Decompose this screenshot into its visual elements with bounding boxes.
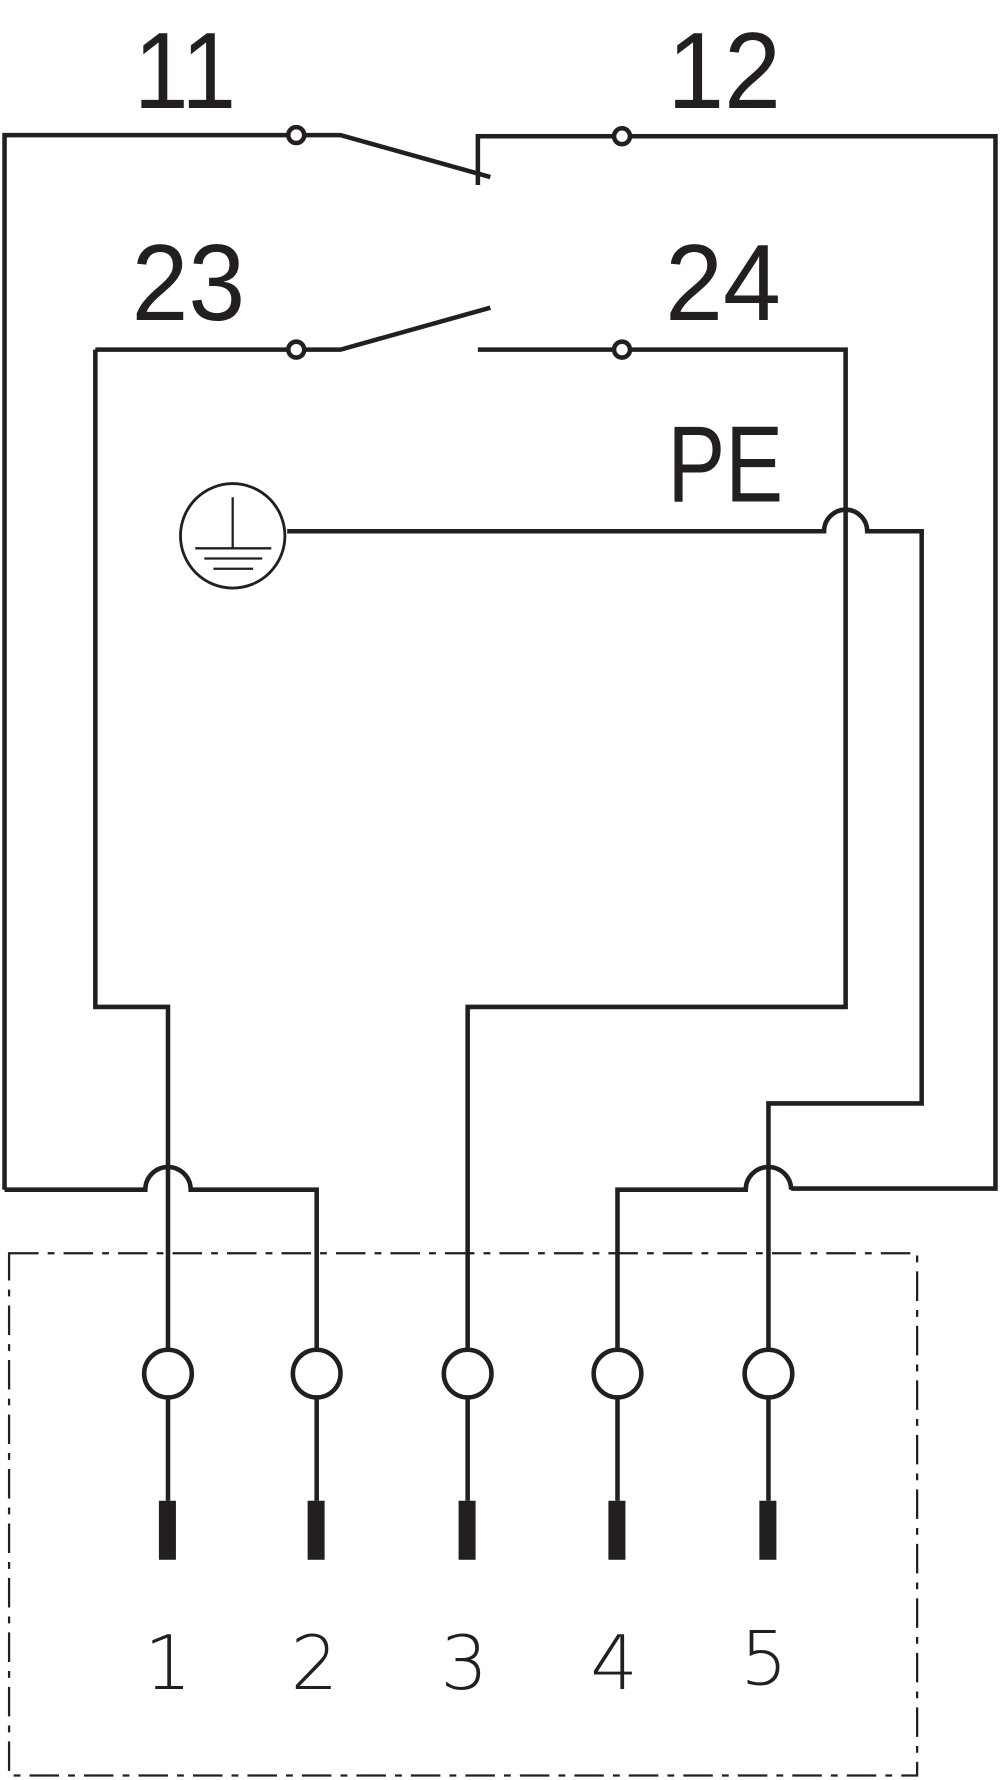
label-24: 24 [665,222,781,344]
pin-3 [441,1347,494,1560]
pin-1 [141,1347,195,1560]
pin-label-2: 2 [291,1619,339,1707]
label-11: 11 [134,10,236,132]
nc-contact-11-12 [2,124,998,1191]
pin-5 [742,1347,795,1560]
pin-label-3: 3 [440,1619,488,1707]
pin-label-1: 1 [144,1619,192,1707]
protective-earth [179,482,924,1349]
label-23: 23 [132,222,246,344]
earth-symbol-icon [179,482,287,590]
label-pe: PE [667,404,783,526]
no-contact-23-24 [93,305,848,1349]
label-12: 12 [667,10,781,132]
pin-2 [290,1347,343,1560]
pin-label-4: 4 [590,1619,638,1707]
pin-label-5: 5 [740,1615,788,1703]
pin-4 [591,1347,644,1560]
connector-housing [7,1252,919,1777]
